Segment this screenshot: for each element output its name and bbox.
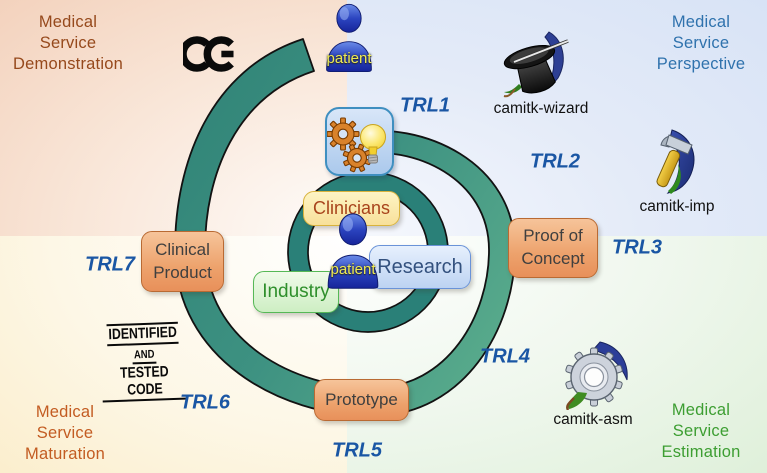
stamp-line-2: AND xyxy=(131,348,156,365)
trl2-label: TRL2 xyxy=(530,150,580,173)
clinical-product-box: Clinical Product xyxy=(141,231,224,292)
industry-box: Industry xyxy=(253,271,339,313)
patient-icon xyxy=(326,3,372,72)
ce-mark-icon xyxy=(183,36,234,72)
stamp-line-1: IDENTIFIED xyxy=(106,321,180,347)
lightbulb xyxy=(360,124,386,164)
patient-icon xyxy=(327,213,379,289)
camitk-wizard-label: camitk-wizard xyxy=(493,100,589,117)
trl3-label: TRL3 xyxy=(612,236,662,259)
trl6-label: TRL6 xyxy=(180,391,230,414)
proof-of-concept-box: Proof of Concept xyxy=(508,218,598,278)
patient-center-label: patient xyxy=(330,261,376,278)
research-box: Research xyxy=(369,245,471,289)
spiral-band xyxy=(174,38,516,417)
camitk-asm-label: camitk-asm xyxy=(553,411,633,428)
quadrant-label-estimation: Medical Service Estimation xyxy=(661,401,741,461)
patient-top-label: patient xyxy=(326,50,372,67)
idea-gears-bulb-box xyxy=(325,107,394,176)
patient-figure-top: patient xyxy=(321,2,377,72)
gears-lightbulb-icon xyxy=(326,117,386,173)
patient-figure-center: patient xyxy=(322,211,384,289)
camitk-asm-icon xyxy=(565,341,628,410)
stamp-line-3: TESTED CODE xyxy=(101,362,188,403)
quadrant-label-demonstration: Medical Service Demonstration xyxy=(13,13,123,73)
quadrant-label-maturation: Medical Service Maturation xyxy=(25,403,105,463)
gear-large xyxy=(326,117,360,151)
trl5-label: TRL5 xyxy=(332,439,382,462)
camitk-imp-icon xyxy=(656,129,695,194)
camitk-imp-label: camitk-imp xyxy=(639,198,715,215)
trl4-label: TRL4 xyxy=(480,345,530,368)
quadrant-demonstration-bg xyxy=(0,0,347,236)
camitk-wizard-icon xyxy=(503,31,569,98)
trl1-label: TRL1 xyxy=(400,94,450,117)
trl7-label: TRL7 xyxy=(85,253,135,276)
quadrant-label-perspective: Medical Service Perspective xyxy=(656,13,746,73)
prototype-box: Prototype xyxy=(314,379,409,421)
